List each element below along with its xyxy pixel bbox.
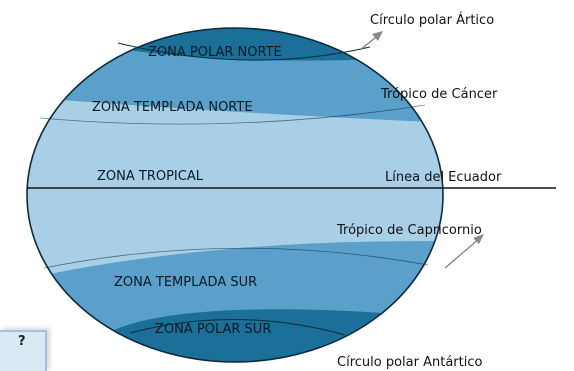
zone-polar-norte-label: ZONA POLAR NORTE — [148, 45, 282, 60]
arctic-circle-line — [117, 42, 371, 61]
tropic-of-cancer-label: Trópico de Cáncer — [380, 87, 498, 102]
capricorn-arrowhead — [473, 234, 484, 244]
tropic-of-capricorn-line — [43, 247, 429, 269]
zone-templada-norte-label: ZONA TEMPLADA NORTE — [92, 100, 253, 115]
arctic-circle-label: Círculo polar Ártico — [370, 12, 494, 28]
zone-templada-sur-label: ZONA TEMPLADA SUR — [114, 275, 257, 290]
globe-outline — [26, 27, 444, 363]
north-polar-zone-band — [27, 28, 443, 61]
antarctic-circle-label: Círculo polar Antártico — [337, 355, 482, 369]
antarctic-circle-line — [129, 318, 346, 336]
tropic-of-capricorn-label: Trópico de Capricornio — [336, 223, 482, 238]
question-mark-icon: ? — [18, 334, 26, 349]
arctic-arrowhead — [372, 31, 383, 41]
capricorn-pointer-line — [444, 237, 481, 269]
question-box: ? — [0, 330, 47, 371]
equator-label: Línea del Ecuador — [385, 170, 502, 185]
zone-polar-sur-label: ZONA POLAR SUR — [155, 322, 271, 337]
tropic-of-cancer-line — [39, 104, 426, 125]
south-polar-zone-band — [27, 309, 443, 362]
zone-tropical-label: ZONA TROPICAL — [97, 169, 204, 184]
